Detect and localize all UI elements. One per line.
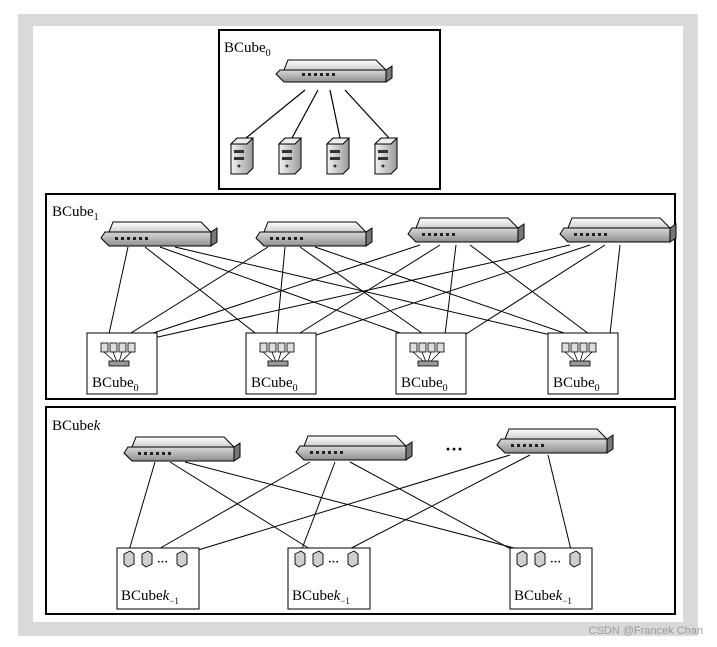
bcube1-switch-1 <box>100 221 218 247</box>
bcube0-switch <box>275 59 393 83</box>
bcubek-title: BCubek <box>52 418 101 434</box>
bcube1-panel: BCube1 <box>45 193 677 400</box>
inner-bcube0-label: BCube0 <box>251 375 298 394</box>
bcube0-links <box>245 89 390 139</box>
inner-bcube0-label: BCube0 <box>92 375 139 394</box>
inner-bcubek-label: BCubek−1 <box>292 588 350 606</box>
bcube1-switch-3 <box>407 217 525 243</box>
inner-bcube0-label: BCube0 <box>553 375 600 394</box>
bcubek-inner-cell-1: ··· BCubek−1 <box>116 547 200 610</box>
svg-text:···: ··· <box>550 556 561 568</box>
bcubek-panel: BCubek ··· <box>45 406 676 615</box>
bcubek-switch-2 <box>295 435 413 461</box>
bcube1-inner-bcube0-3: BCube0 <box>395 332 467 395</box>
bcube0-server-1 <box>229 137 255 175</box>
inner-bcubek-label: BCubek−1 <box>514 588 572 606</box>
inner-bcube0-label: BCube0 <box>401 375 448 394</box>
inner-bcubek-label: BCubek−1 <box>121 588 179 606</box>
watermark: CSDN @Francek Chan <box>588 625 703 637</box>
svg-text:···: ··· <box>157 556 168 568</box>
bcube0-title: BCube0 <box>224 40 271 59</box>
bcubek-switch-3 <box>496 428 614 454</box>
bcube1-switch-2 <box>255 221 373 247</box>
bcube0-server-4 <box>373 137 399 175</box>
bcube1-inner-bcube0-2: BCube0 <box>245 332 317 395</box>
bcubek-links <box>127 454 573 555</box>
switch-ellipsis: ··· <box>445 439 463 459</box>
bcube1-links <box>106 244 621 344</box>
bcube0-server-2 <box>277 137 303 175</box>
bcubek-switch-1 <box>123 436 241 462</box>
bcube1-title: BCube1 <box>52 204 99 223</box>
bcube1-switch-4 <box>559 217 677 243</box>
bcube0-panel: BCube0 <box>218 29 441 190</box>
bcube1-inner-bcube0-4: BCube0 <box>547 332 619 395</box>
bcube1-inner-bcube0-1: BCube0 <box>86 332 158 395</box>
svg-text:···: ··· <box>328 556 339 568</box>
bcubek-inner-cell-3: ··· BCubek−1 <box>509 547 593 610</box>
bcube0-server-3 <box>325 137 351 175</box>
bcubek-inner-cell-2: ··· BCubek−1 <box>287 547 371 610</box>
